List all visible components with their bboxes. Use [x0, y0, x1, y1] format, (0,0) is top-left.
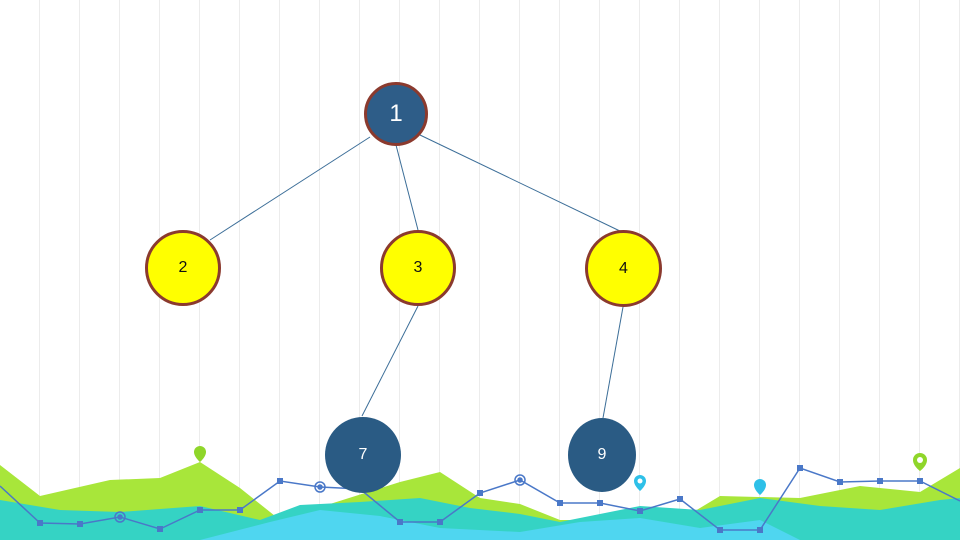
- blue-pin-icon: [754, 479, 766, 495]
- node-label: 2: [179, 259, 188, 277]
- green-outline-pin-icon: [913, 453, 927, 471]
- tree-node-4: 4: [585, 230, 662, 307]
- tree-node-3: 3: [380, 230, 456, 306]
- tree-node-1: 1: [364, 82, 428, 146]
- node-label: 1: [389, 100, 402, 128]
- tree-node-2: 2: [145, 230, 221, 306]
- node-label: 9: [598, 446, 607, 464]
- cyan-pin-icon: [634, 475, 646, 491]
- green-pin-icon: [194, 446, 206, 462]
- node-label: 3: [414, 259, 423, 277]
- node-label: 7: [359, 446, 368, 464]
- node-label: 4: [619, 260, 628, 278]
- tree-node-9: 9: [568, 418, 636, 492]
- tree-node-7: 7: [325, 417, 401, 493]
